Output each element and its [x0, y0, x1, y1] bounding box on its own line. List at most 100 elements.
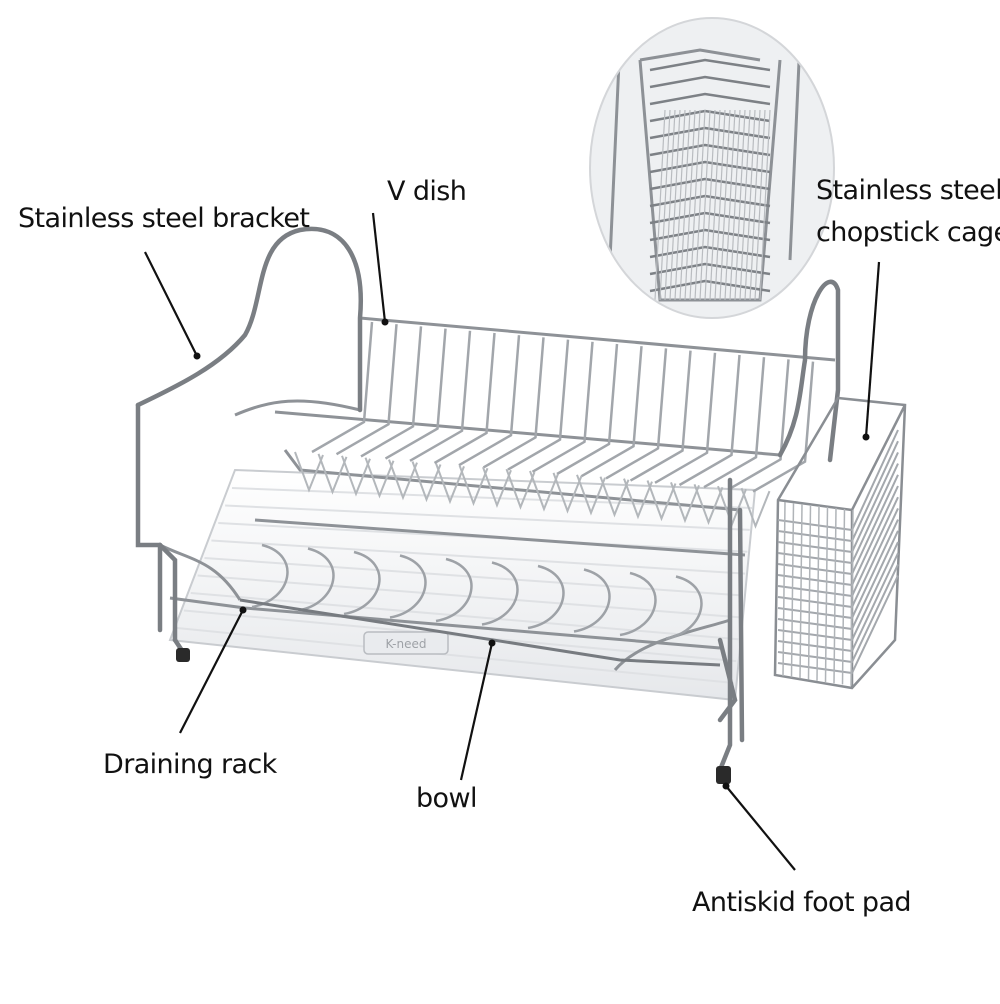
stainless-steel-bracket [135, 226, 841, 773]
cage-bar [790, 502, 795, 678]
v-dish-rack [234, 316, 836, 529]
v-dish-bottom-wire [294, 451, 324, 493]
foot-pad-left [176, 648, 190, 662]
inset-mesh-wire [684, 109, 696, 301]
v-dish-wire [335, 324, 398, 456]
v-dish-wire [654, 352, 717, 484]
v-dish-bottom-wire [740, 487, 771, 529]
inset-ring [649, 177, 771, 191]
leader-dots [193, 318, 870, 790]
chopstick-cage-zoom-inset [589, 17, 835, 319]
bowl-arc [481, 561, 519, 626]
leader-chopstick-cage [864, 261, 881, 438]
inset-mesh-wire [719, 109, 731, 301]
bowl-arc [573, 568, 611, 633]
v-dish-bottom-wire [364, 457, 395, 499]
tray-ridge [225, 504, 750, 531]
label-chopstick-cage: Stainless steel chopstick cage [816, 170, 1000, 254]
inset-mesh-wire [754, 109, 766, 301]
label-bowl: bowl [416, 783, 477, 814]
leader-bracket [144, 251, 198, 357]
v-dish-bottom-wire [482, 466, 512, 508]
draining-rack [159, 518, 746, 671]
dot-bracket [193, 352, 201, 360]
bowl-arc [343, 550, 381, 616]
tray-ridge [190, 592, 739, 641]
v-dish-bottom-wire [552, 472, 583, 514]
v-dish-wire [409, 330, 472, 462]
v-dish-wire [360, 326, 423, 458]
cage-bar [816, 505, 820, 681]
v-dish-wire [531, 341, 594, 473]
inset-ring [649, 160, 771, 174]
v-dish-bottom-wire [693, 483, 724, 526]
label-chopstick-cage-line2: chopstick cage [816, 217, 1000, 248]
inset-mesh-wire [674, 109, 686, 301]
inset-mesh-wire [689, 109, 701, 301]
v-dish-wire [703, 357, 766, 489]
inset-mesh-wire [759, 109, 771, 301]
leader-lines [144, 212, 881, 871]
v-dish-bottom-wire [317, 453, 348, 495]
v-dish-wire [433, 332, 496, 465]
label-stainless-steel-bracket: Stainless steel bracket [18, 203, 310, 234]
dot-chopstick-cage [862, 433, 870, 441]
dot-draining-rack [239, 606, 247, 614]
leader-v-dish [371, 212, 387, 323]
v-dish-bottom-wire [435, 463, 465, 505]
inset-ring [649, 279, 771, 293]
tray-brand-plate [363, 631, 449, 655]
inset-ring [649, 75, 771, 89]
dot-v-dish [381, 318, 389, 326]
cage-bar [807, 504, 812, 680]
v-dish-wire [580, 346, 643, 478]
inset-mesh-wire [669, 109, 681, 301]
inset-mesh-wire [699, 109, 711, 301]
v-dish-wire [678, 354, 741, 487]
cage-bar [850, 509, 854, 686]
label-antiskid-foot-pad: Antiskid foot pad [692, 887, 912, 918]
cage-bar [782, 501, 786, 677]
v-dish-bottom-wire [670, 482, 700, 524]
bowl-arc [297, 547, 335, 612]
v-dish-bottom-wire [599, 476, 630, 518]
bowl-arc [619, 571, 657, 637]
tray-ridge [176, 627, 735, 684]
v-dish-bottom-wire [505, 468, 536, 510]
leader-bowl [459, 642, 494, 781]
cage-ring [777, 429, 899, 532]
v-dish-wire [384, 328, 447, 460]
foot-pad-right [716, 766, 731, 784]
v-dish-bottom-wire [458, 464, 489, 507]
inset-ring [649, 92, 771, 106]
inset-mesh-wire [694, 109, 706, 301]
bowl-arc [435, 557, 473, 623]
v-dish-wire [752, 361, 815, 493]
inset-mesh-wire [749, 109, 761, 301]
v-dish-bottom-wire [646, 480, 677, 522]
inset-mesh-wire [739, 109, 751, 301]
v-dish-wire [482, 337, 545, 469]
inset-mesh-wire [654, 109, 666, 301]
inset-mesh-wire [704, 109, 716, 301]
cage-ring [777, 575, 899, 675]
inset-mesh-wire [744, 109, 756, 301]
inset-mesh-wire [664, 109, 676, 301]
v-dish-bottom-wire [529, 470, 559, 512]
inset-ring [649, 58, 771, 72]
v-dish-wire [605, 348, 668, 480]
cage-bar [833, 507, 837, 684]
v-dish-wire [629, 350, 692, 482]
dot-foot-pad [722, 782, 730, 790]
inset-ring [649, 262, 771, 276]
inset-mesh-wire [714, 109, 726, 301]
cage-bar [824, 506, 829, 683]
inset-mesh-wire [729, 109, 741, 301]
v-dish-wire [556, 343, 619, 476]
v-dish-bottom-wire [623, 478, 653, 520]
tray-brand: K-need [386, 637, 427, 651]
label-draining-rack: Draining rack [103, 749, 277, 780]
v-dish-wire [507, 339, 570, 471]
